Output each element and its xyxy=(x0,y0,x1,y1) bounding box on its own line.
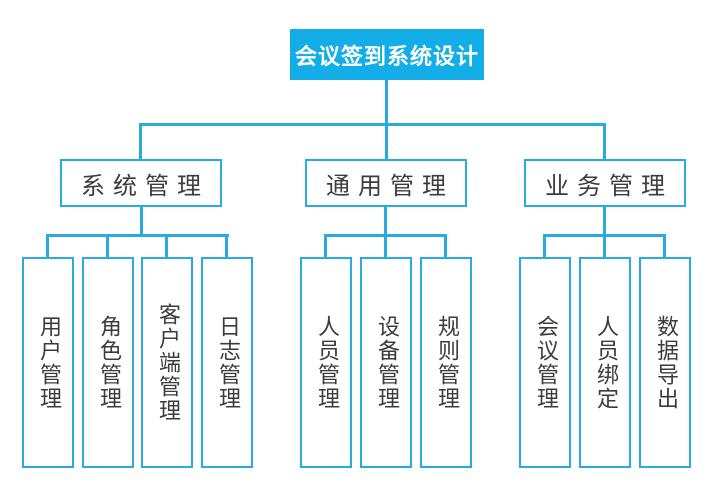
child-node-role-management: 角色管理 xyxy=(82,257,134,468)
connector-group1-stem xyxy=(140,207,143,237)
connector-group2-drop-personnel xyxy=(324,234,327,257)
child-node-label: 人员管理 xyxy=(314,314,339,411)
connector-group3-stem xyxy=(603,207,606,257)
child-node-label: 设备管理 xyxy=(374,314,399,411)
child-node-client-management: 客户端管理 xyxy=(141,257,193,468)
child-node-label: 日志管理 xyxy=(215,314,240,411)
child-node-personnel-management: 人员管理 xyxy=(300,257,352,468)
connector-group1-rail xyxy=(46,234,229,237)
connector-group1-drop-log xyxy=(225,234,228,257)
group-node-label: 通用管理 xyxy=(326,171,454,200)
child-node-log-management: 日志管理 xyxy=(201,257,253,468)
child-node-data-export: 数据导出 xyxy=(639,257,691,468)
child-node-label: 会议管理 xyxy=(533,314,558,411)
child-node-label: 角色管理 xyxy=(96,314,121,411)
group-node-business-management: 业务管理 xyxy=(524,159,686,207)
connector-group1-drop-role xyxy=(106,234,109,257)
child-node-label: 规则管理 xyxy=(434,314,459,411)
child-node-label: 客户端管理 xyxy=(155,302,180,423)
child-node-label: 数据导出 xyxy=(653,314,678,411)
root-node-label: 会议签到系统设计 xyxy=(294,44,479,70)
connector-level1-drop-system xyxy=(139,123,142,159)
child-node-device-management: 设备管理 xyxy=(360,257,412,468)
connector-group1-drop-client xyxy=(165,234,168,257)
child-node-personnel-binding: 人员绑定 xyxy=(579,257,631,468)
child-node-label: 人员绑定 xyxy=(593,314,618,411)
child-node-label: 用户管理 xyxy=(36,314,61,411)
connector-group2-drop-rule xyxy=(444,234,447,257)
connector-group3-rail xyxy=(543,234,666,237)
group-node-system-management: 系统管理 xyxy=(60,159,222,207)
connector-group1-drop-user xyxy=(46,234,49,257)
root-node-meeting-signin-system-design: 会议签到系统设计 xyxy=(290,29,484,80)
child-node-meeting-management: 会议管理 xyxy=(519,257,571,468)
connector-group3-drop-meeting xyxy=(543,234,546,257)
connector-root-stem xyxy=(385,80,388,159)
connector-level1-drop-business xyxy=(603,123,606,159)
connector-level1-rail xyxy=(139,123,606,126)
group-node-label: 系统管理 xyxy=(81,171,209,200)
child-node-user-management: 用户管理 xyxy=(22,257,74,468)
connector-group2-rail xyxy=(324,234,447,237)
group-node-label: 业务管理 xyxy=(545,171,673,200)
group-node-general-management: 通用管理 xyxy=(305,159,467,207)
connector-group3-drop-export xyxy=(663,234,666,257)
child-node-rule-management: 规则管理 xyxy=(420,257,472,468)
connector-group2-stem xyxy=(384,207,387,257)
